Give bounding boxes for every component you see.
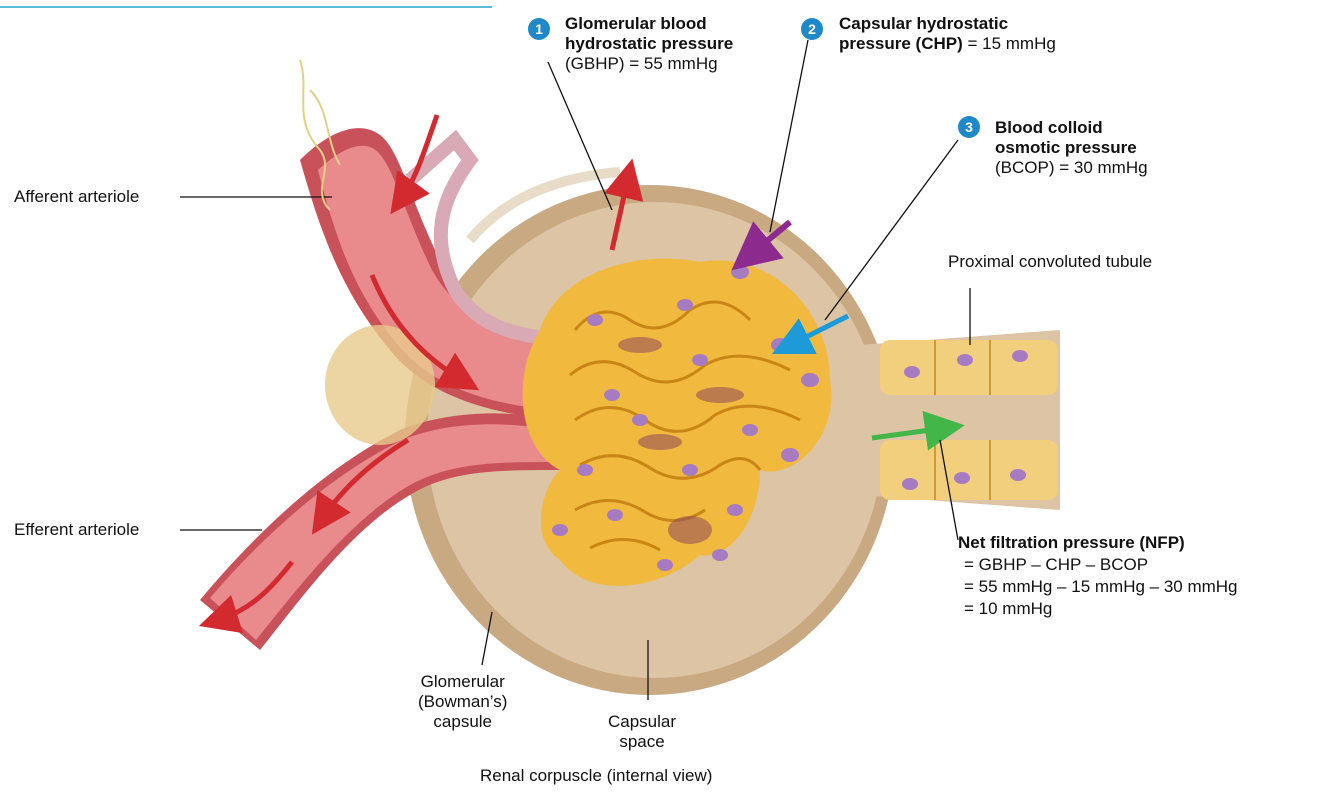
chp-label: Capsular hydrostatic pressure (CHP) = 15… bbox=[839, 14, 1056, 54]
gbhp-label: Glomerular blood hydrostatic pressure (G… bbox=[565, 14, 733, 74]
afferent-arteriole-label: Afferent arteriole bbox=[14, 187, 139, 207]
glomerular-capsule-label: Glomerular (Bowman’s) capsule bbox=[418, 672, 507, 732]
capsular-space-label: Capsular space bbox=[608, 712, 676, 752]
proximal-tubule-label: Proximal convoluted tubule bbox=[948, 252, 1152, 272]
space-label-line-2: space bbox=[608, 732, 676, 752]
badge-3: 3 bbox=[958, 116, 980, 138]
chp-value: = 15 mmHg bbox=[963, 34, 1056, 53]
space-label-line-1: Capsular bbox=[608, 712, 676, 732]
gbhp-bold-1: Glomerular blood bbox=[565, 14, 707, 33]
gbhp-value: (GBHP) = 55 mmHg bbox=[565, 54, 733, 74]
nfp-line-3: = 10 mmHg bbox=[958, 598, 1238, 620]
capsule-label-line-3: capsule bbox=[418, 712, 507, 732]
bcop-bold-1: Blood colloid bbox=[995, 118, 1103, 137]
capsule-label-line-2: (Bowman’s) bbox=[418, 692, 507, 712]
chp-bold-1: Capsular hydrostatic bbox=[839, 14, 1008, 33]
capsule-label-line-1: Glomerular bbox=[418, 672, 507, 692]
nfp-block: Net filtration pressure (NFP) = GBHP – C… bbox=[958, 532, 1238, 620]
chp-bold-2: pressure (CHP) bbox=[839, 34, 963, 53]
bcop-value: (BCOP) = 30 mmHg bbox=[995, 158, 1148, 178]
bcop-label: Blood colloid osmotic pressure (BCOP) = … bbox=[995, 118, 1148, 178]
figure-caption: Renal corpuscle (internal view) bbox=[480, 766, 712, 786]
nfp-title: Net filtration pressure (NFP) bbox=[958, 533, 1185, 552]
gbhp-bold-2: hydrostatic pressure bbox=[565, 34, 733, 53]
nfp-line-2: = 55 mmHg – 15 mmHg – 30 mmHg bbox=[958, 576, 1238, 598]
nfp-line-1: = GBHP – CHP – BCOP bbox=[958, 554, 1238, 576]
bcop-bold-2: osmotic pressure bbox=[995, 138, 1137, 157]
proximal-convoluted-tubule bbox=[860, 330, 1060, 510]
efferent-arteriole-label: Efferent arteriole bbox=[14, 520, 139, 540]
badge-1: 1 bbox=[528, 18, 550, 40]
badge-2: 2 bbox=[801, 18, 823, 40]
